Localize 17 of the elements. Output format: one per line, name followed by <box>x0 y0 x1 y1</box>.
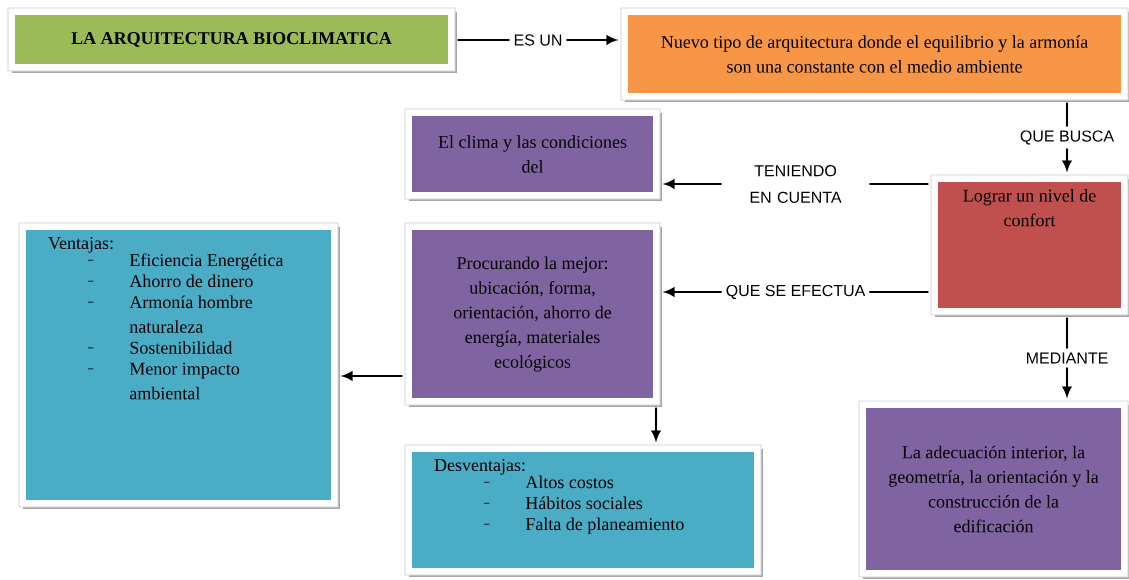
arrow <box>1062 317 1072 396</box>
edge-label: MEDIANTE <box>1021 348 1113 368</box>
process-box: Lograr un nivel de confort <box>930 174 1129 317</box>
process-box: Ventajas: Eficiencia Energética Ahorro de dinero Armonía hombre naturaleza Sostenibilidad Menor impacto ambiental <box>18 222 340 509</box>
process-box: Procurando la mejor: ubicación, forma, orientación, ahorro de energía, materiales ecológicos <box>404 222 662 407</box>
edge-label: QUE SE EFECTUA <box>721 280 870 304</box>
arrow <box>343 371 403 381</box>
arrow <box>651 407 661 440</box>
edge-label: ES UN <box>509 30 567 50</box>
process-box: Nuevo tipo de arquitectura donde el equilibrio y la armonía son una constante con el medio ambiente <box>620 7 1129 102</box>
edge-label: TENIENDO EN CUENTA <box>721 161 870 207</box>
process-box: El clima y las condiciones del <box>404 108 662 201</box>
edge-label: QUE BUSCA <box>1015 126 1119 149</box>
arrow <box>1062 102 1072 170</box>
process-box: LA ARQUITECTURA BIOCLIMATICA <box>7 7 457 73</box>
process-box: Desventajas: Altos costos Hábitos sociales Falta de planeamiento <box>404 444 763 577</box>
process-box: La adecuación interior, la geometría, la orientación y la construcción de la edificación <box>858 400 1129 579</box>
